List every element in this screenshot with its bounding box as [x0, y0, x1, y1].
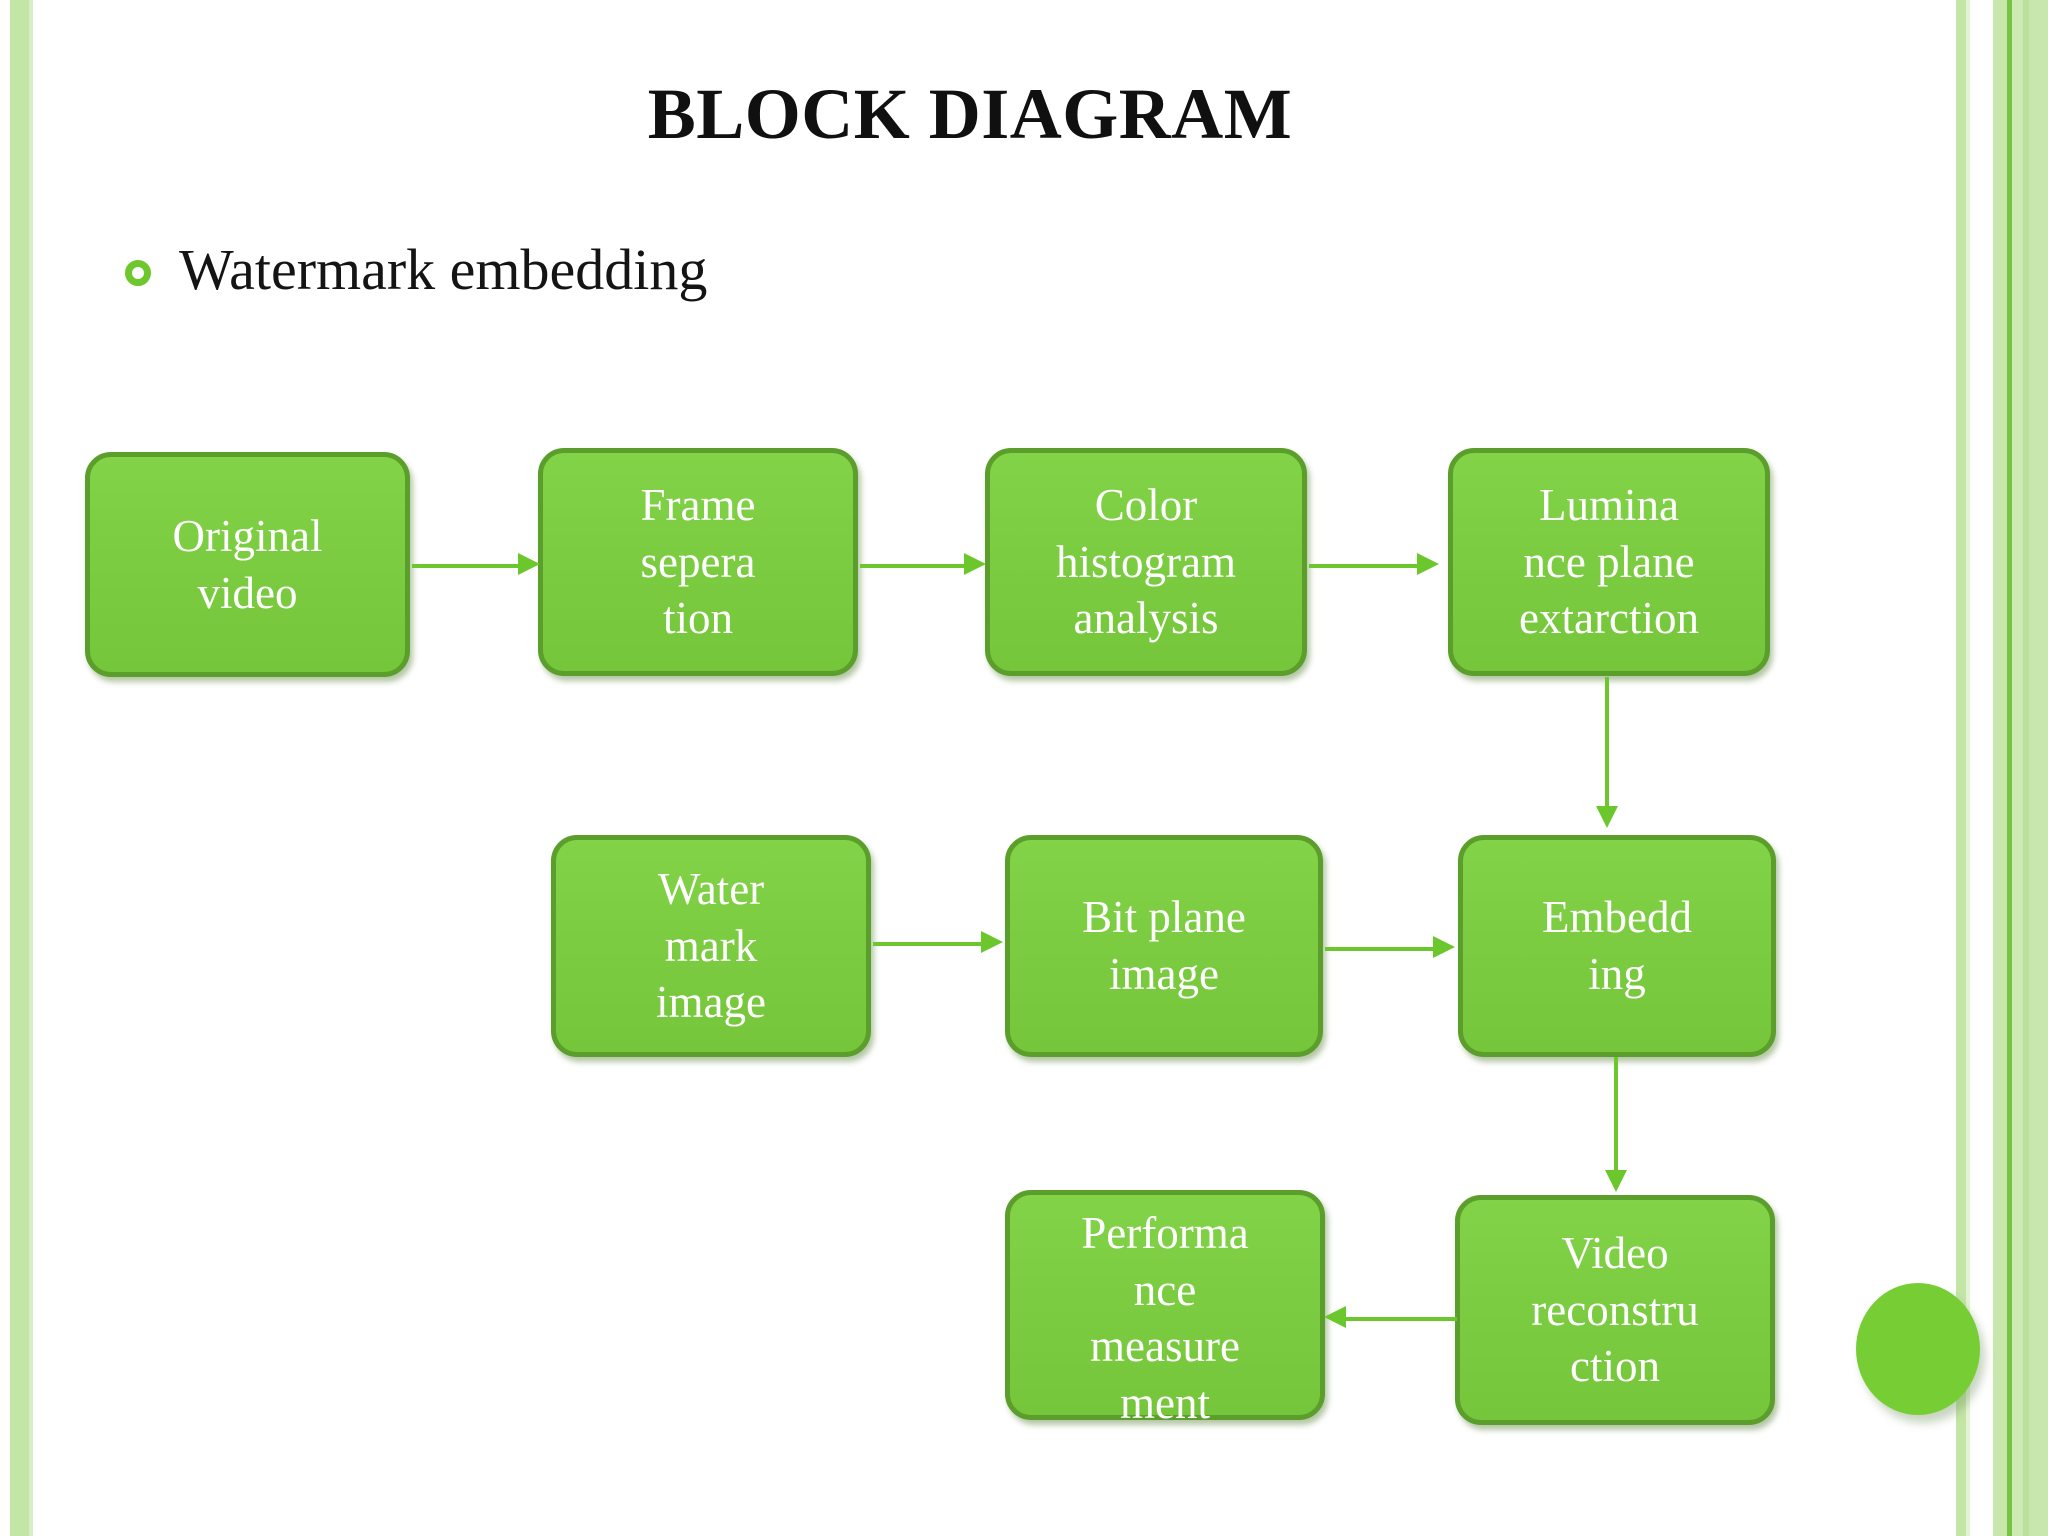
bullet-text: Watermark embedding: [179, 237, 708, 302]
right-edge-band-4: [1993, 0, 2007, 1536]
right-edge-band-7: [2023, 0, 2029, 1536]
edge-bitplane-to-embedding-arrow: [1433, 936, 1455, 958]
left-edge-band-inner: [29, 0, 33, 1536]
edge-video-to-performance-arrow: [1324, 1306, 1346, 1328]
right-edge-band-5: [2007, 0, 2012, 1536]
right-edge-band-1: [1956, 0, 1966, 1536]
right-edge-band-3: [1970, 0, 1993, 1536]
page-title: BLOCK DIAGRAM: [647, 74, 1293, 154]
right-edge-band-6: [2012, 0, 2023, 1536]
edge-frame-to-color-line: [860, 564, 968, 568]
edge-original-to-frame-arrow: [518, 553, 540, 575]
edge-bitplane-to-embedding-line: [1325, 947, 1437, 951]
edge-color-to-luminance-line: [1309, 564, 1421, 568]
bullet-row: Watermark embedding: [125, 237, 708, 302]
edge-embedding-to-video-line: [1614, 1057, 1618, 1175]
edge-embedding-to-video-arrow: [1605, 1170, 1627, 1192]
right-edge-band-8: [2029, 0, 2048, 1536]
edge-video-to-performance-line: [1345, 1317, 1457, 1321]
ring-bullet-icon: [125, 260, 151, 287]
left-edge-band-outer: [10, 0, 29, 1536]
right-edge-band-2: [1966, 0, 1970, 1536]
edge-frame-to-color-arrow: [964, 553, 986, 575]
edge-watermark-to-bitplane-arrow: [981, 931, 1003, 953]
edge-luminance-to-embedding-line: [1605, 677, 1609, 811]
edge-watermark-to-bitplane-line: [873, 942, 985, 946]
accent-circle-decoration: [1856, 1283, 1980, 1415]
edge-original-to-frame-line: [412, 564, 522, 568]
edge-luminance-to-embedding-arrow: [1596, 806, 1618, 828]
edge-color-to-luminance-arrow: [1417, 553, 1439, 575]
